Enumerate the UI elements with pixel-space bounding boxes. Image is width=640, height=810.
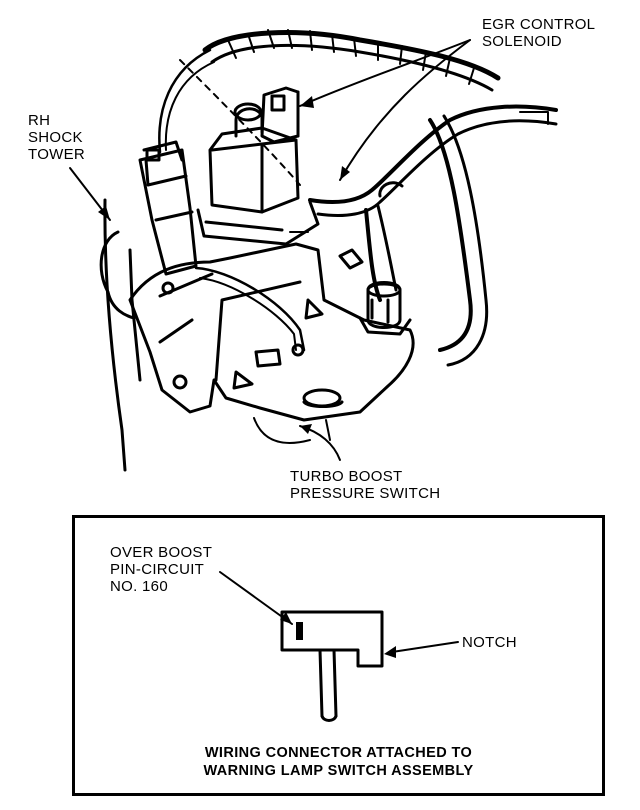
upper-hose — [202, 30, 501, 81]
inset-caption: WIRING CONNECTOR ATTACHED TO WARNING LAM… — [203, 745, 474, 779]
vacuum-hose-3 — [428, 118, 473, 352]
mounting-bracket — [128, 242, 415, 422]
vacuum-hose-2 — [364, 208, 382, 302]
vacuum-hose-1 — [308, 104, 558, 204]
rh-shock-tower-label: RH SHOCK TOWER — [28, 112, 86, 163]
dashed-line — [179, 59, 301, 186]
inset-connector — [280, 610, 384, 668]
turbo-boost-pressure-switch-label: TURBO BOOST PRESSURE SWITCH — [290, 468, 441, 502]
over-boost-pin-label: OVER BOOST PIN-CIRCUIT NO. 160 — [110, 544, 213, 595]
leader-pin — [219, 571, 293, 625]
shock-tower-curve — [99, 230, 136, 320]
egr-solenoid-body — [208, 126, 300, 214]
inset-panel — [72, 515, 605, 796]
egr-control-solenoid-label: EGR CONTROL SOLENOID — [482, 16, 596, 50]
connector-wire — [158, 48, 212, 154]
leader-egr — [299, 39, 471, 107]
inset-connector-stem — [318, 648, 324, 718]
leader-notch — [391, 641, 459, 653]
rh-connector — [138, 148, 198, 276]
shock-tower-inner — [128, 248, 142, 382]
upper-hose-edge — [210, 43, 494, 92]
notch-label: NOTCH — [462, 634, 517, 651]
shock-tower-outline — [103, 198, 127, 472]
